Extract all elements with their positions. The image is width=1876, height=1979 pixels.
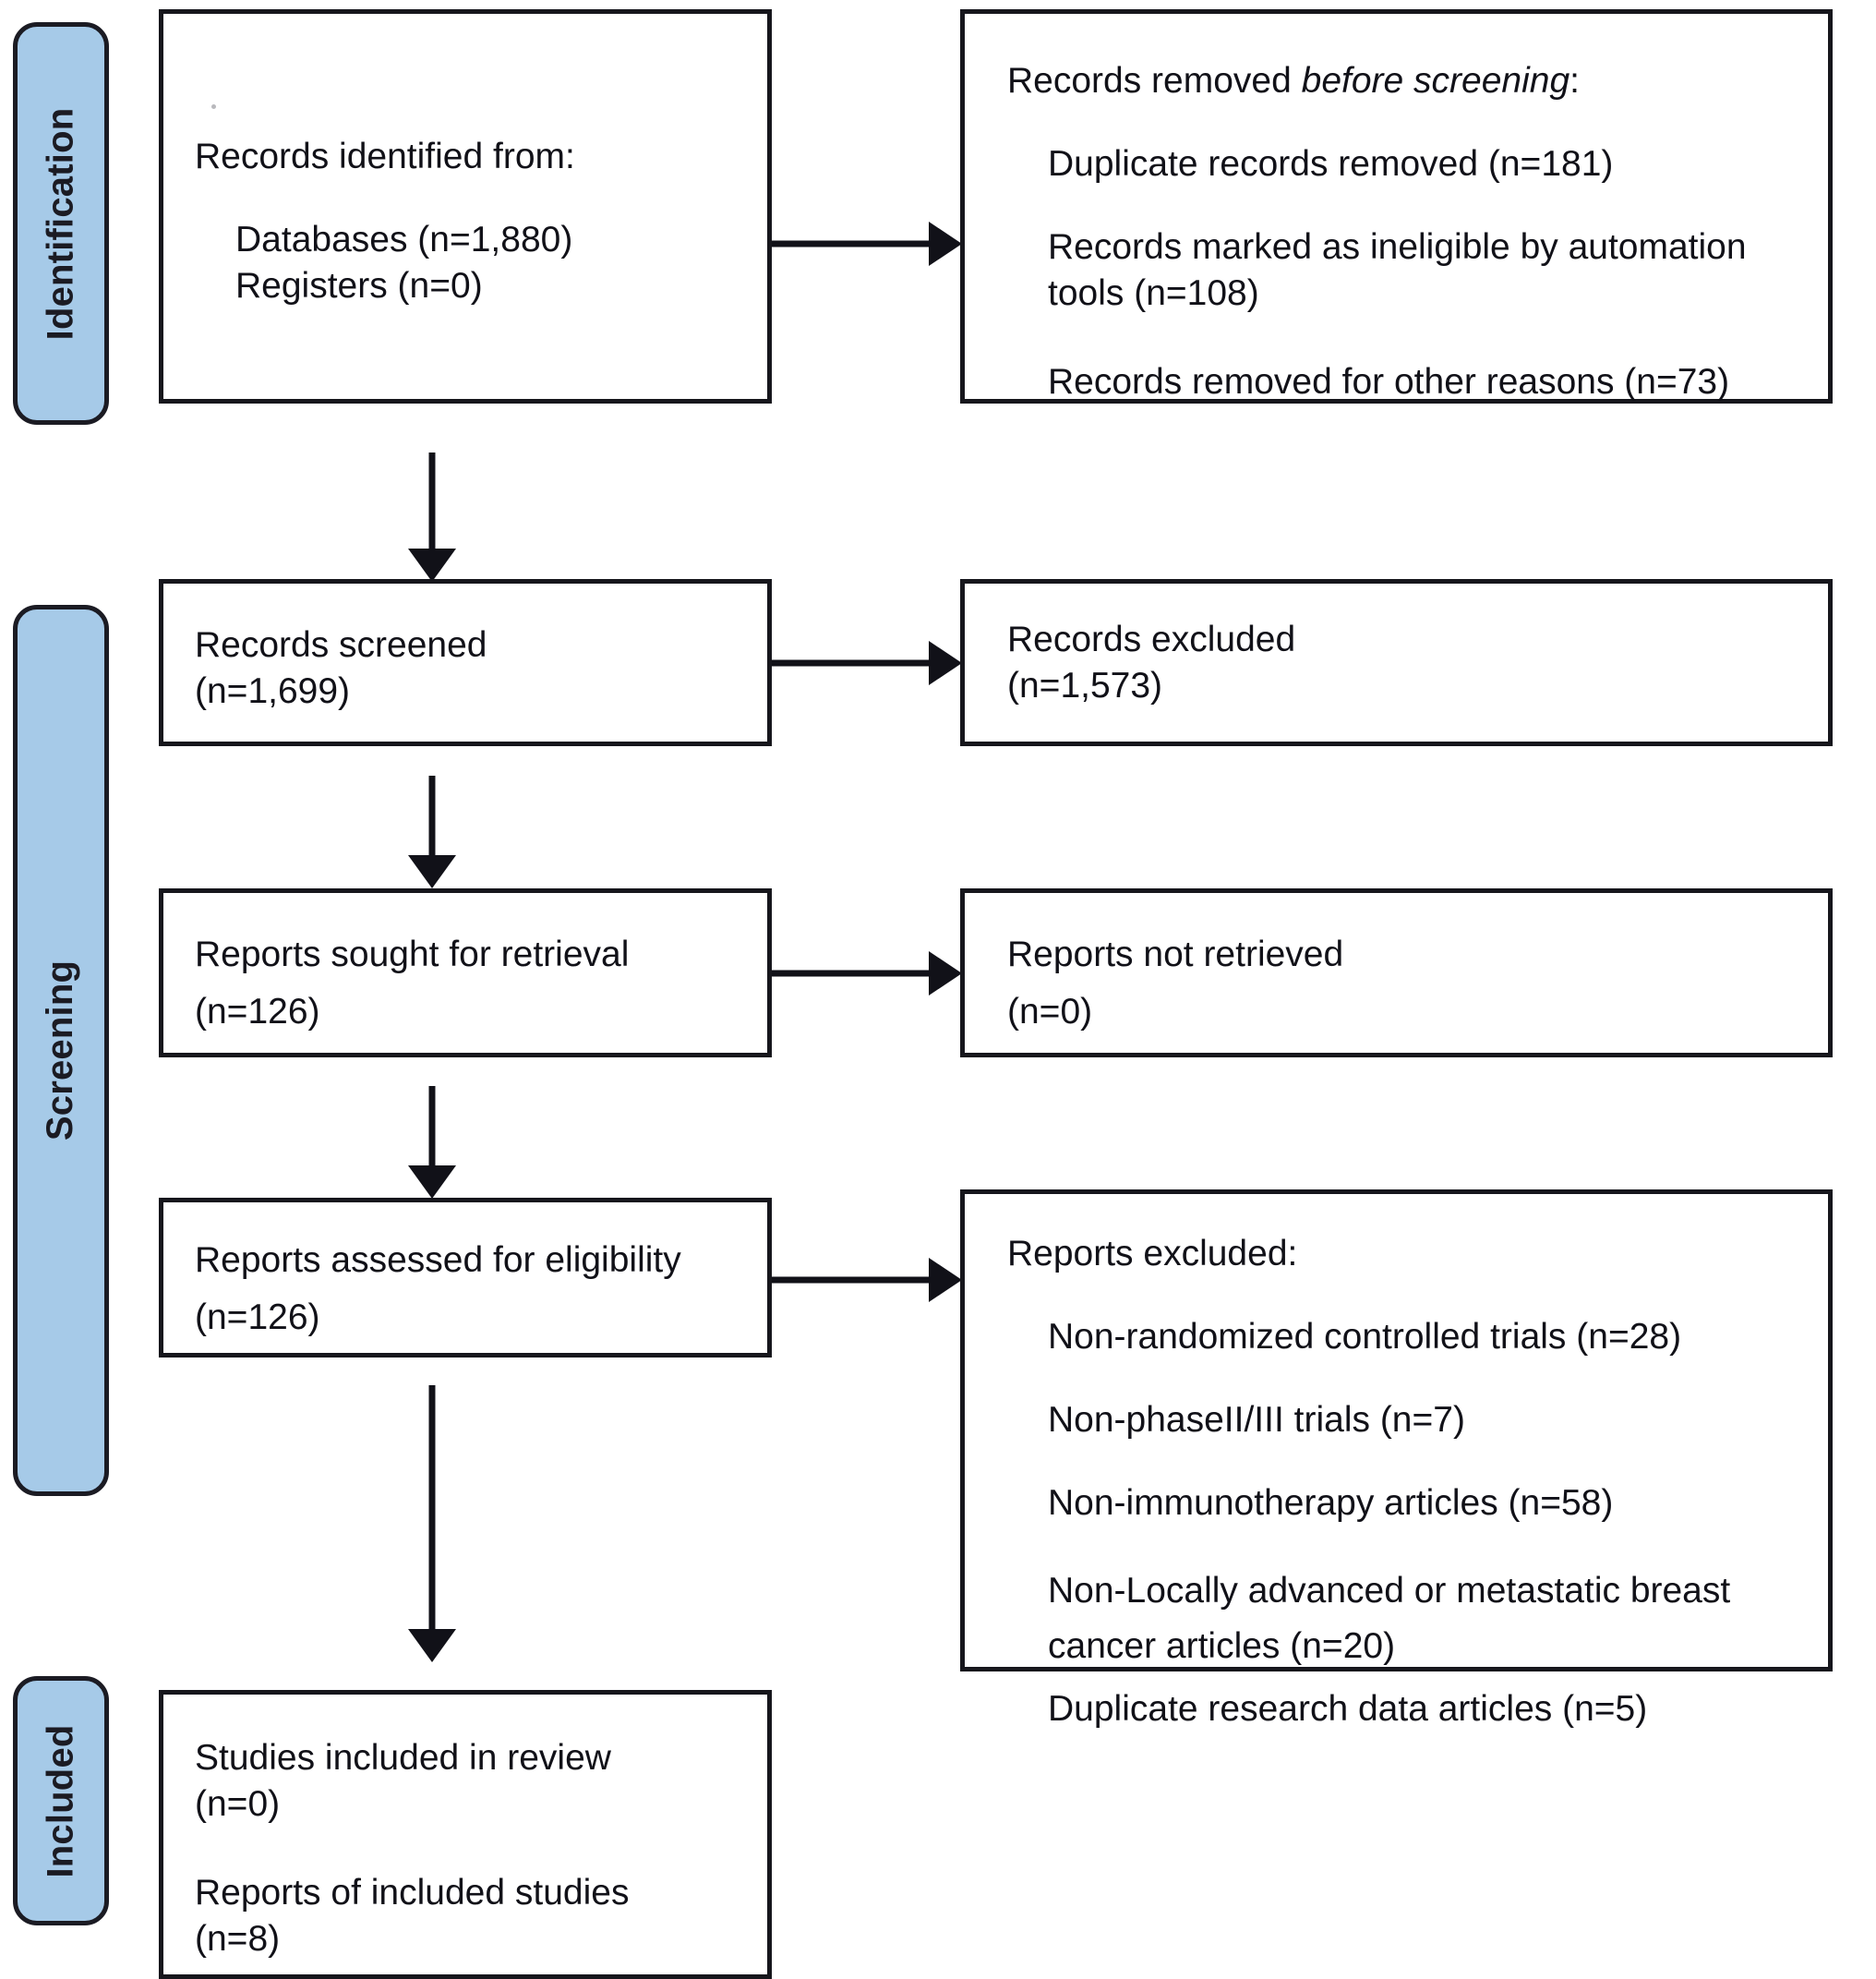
stage-bar-identification: Identification [13,22,109,425]
records-identified-heading: Records identified from: [195,137,575,176]
records-removed-item-automation: Records marked as ineligible by automati… [1048,226,1747,313]
records-removed-heading-prefix: Records removed [1007,61,1302,101]
arrow-shaft [428,776,436,859]
stage-bar-included: Included [13,1676,109,1925]
records-removed-heading-suffix: : [1569,61,1581,101]
box-reports-assessed-for-eligibility: Reports assessed for eligibility (n=126) [159,1198,772,1358]
box-reports-excluded: Reports excluded: Non-randomized control… [960,1189,1833,1729]
records-screened-label: Records screened [195,625,487,665]
records-excluded-count: (n=1,573) [1007,665,1163,706]
reports-not-retrieved-label: Reports not retrieved [1007,935,1344,974]
arrow-screened-to-sought [408,776,456,888]
studies-included-label: Studies included in review [195,1738,611,1778]
box-records-identified: Records identified from: Databases (n=1,… [159,9,772,404]
reports-excluded-heading: Reports excluded: [1007,1234,1298,1273]
reports-excluded-item-non-randomized: Non-randomized controlled trials (n=28) [1048,1316,1682,1357]
box-reports-not-retrieved: Reports not retrieved (n=0) [960,888,1833,1057]
arrow-head [929,222,962,266]
arrow-identified-to-removed [772,222,962,266]
arrow-head [929,641,962,685]
arrow-head [408,855,456,888]
stage-bar-screening: Screening [13,605,109,1496]
arrow-head [408,1165,456,1199]
studies-included-count: (n=0) [195,1783,281,1824]
box-records-excluded: Records excluded (n=1,573) [960,579,1833,746]
stray-dot-mark [211,104,216,109]
arrow-shaft [772,659,934,667]
arrow-assessed-to-included [408,1385,456,1662]
box-reports-sought-for-retrieval: Reports sought for retrieval (n=126) [159,888,772,1057]
box-studies-included-in-review: Studies included in review (n=0) Reports… [159,1690,772,1979]
records-identified-databases: Databases (n=1,880) [235,219,573,259]
arrow-identified-to-screened [408,453,456,582]
arrow-head [408,549,456,582]
records-removed-heading-emphasis: before screening [1301,61,1570,101]
records-removed-heading: Records removed before screening: [1007,58,1802,104]
reports-sought-count: (n=126) [195,991,320,1032]
reports-excluded-item-non-phase: Non-phaseII/III trials (n=7) [1048,1399,1465,1440]
arrow-shaft [428,1086,436,1169]
reports-of-included-studies-count: (n=8) [195,1918,281,1959]
box-records-screened: Records screened (n=1,699) [159,579,772,746]
arrow-sought-to-not-retrieved [772,951,962,996]
arrow-head [929,1258,962,1302]
arrow-shaft [772,1276,934,1284]
stage-label-included: Included [40,1723,81,1878]
reports-sought-label: Reports sought for retrieval [195,935,630,974]
reports-not-retrieved-count: (n=0) [1007,991,1093,1032]
reports-assessed-label: Reports assessed for eligibility [195,1240,681,1280]
records-removed-item-other: Records removed for other reasons (n=73) [1048,361,1730,402]
arrow-head [408,1629,456,1662]
stage-label-identification: Identification [40,107,81,340]
records-excluded-label: Records excluded [1007,620,1296,659]
stage-label-screening: Screening [40,959,81,1141]
reports-excluded-item-non-immunotherapy: Non-immunotherapy articles (n=58) [1048,1482,1614,1523]
arrow-assessed-to-reports-excluded [772,1258,962,1302]
arrow-shaft [772,970,934,977]
box-records-removed-before-screening: Records removed before screening: Duplic… [960,9,1833,404]
arrow-shaft [428,1385,436,1633]
arrow-sought-to-assessed [408,1086,456,1199]
reports-excluded-item-duplicate-research: Duplicate research data articles (n=5) [1048,1688,1648,1729]
reports-excluded-item-non-locally-advanced: Non-Locally advanced or metastatic breas… [1048,1570,1731,1667]
arrow-shaft [428,453,436,552]
records-identified-registers: Registers (n=0) [235,265,483,306]
reports-of-included-studies-label: Reports of included studies [195,1872,630,1913]
records-removed-item-duplicates: Duplicate records removed (n=181) [1048,143,1614,184]
reports-assessed-count: (n=126) [195,1297,320,1337]
records-screened-count: (n=1,699) [195,670,351,711]
arrow-screened-to-excluded [772,641,962,685]
arrow-head [929,951,962,996]
arrow-shaft [772,240,934,247]
